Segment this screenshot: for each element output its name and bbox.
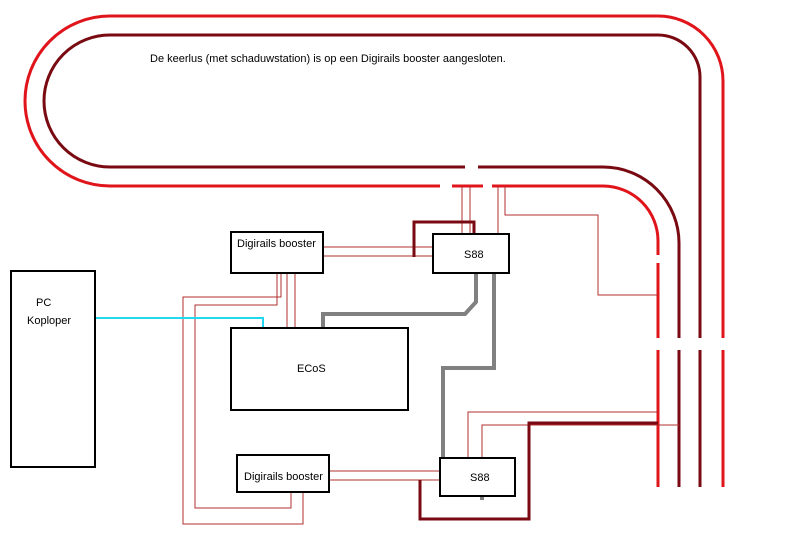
s88-bottom-box <box>439 457 516 497</box>
s88-bottom-label: S88 <box>470 472 490 484</box>
s88-top-box <box>432 233 510 274</box>
dark-bus-wires <box>412 220 658 521</box>
pc-box <box>10 270 96 468</box>
s88-top-label: S88 <box>464 249 484 261</box>
track-outer-rail <box>23 14 725 487</box>
track-inner-rail <box>42 33 702 487</box>
caption-text: De keerlus (met schaduwstation) is op ee… <box>150 53 506 65</box>
booster-bottom-box <box>236 454 330 493</box>
ecos-label: ECoS <box>297 363 326 375</box>
booster-bottom-label: Digirails booster <box>244 471 323 483</box>
pc-ecos-link <box>95 317 264 327</box>
feeder-wires <box>182 186 679 525</box>
pc-label: PC <box>36 297 51 309</box>
ecos-box <box>230 327 409 411</box>
koploper-label: Koploper <box>27 315 71 327</box>
booster-top-box <box>230 231 324 274</box>
booster-top-label: Digirails booster <box>237 238 316 250</box>
